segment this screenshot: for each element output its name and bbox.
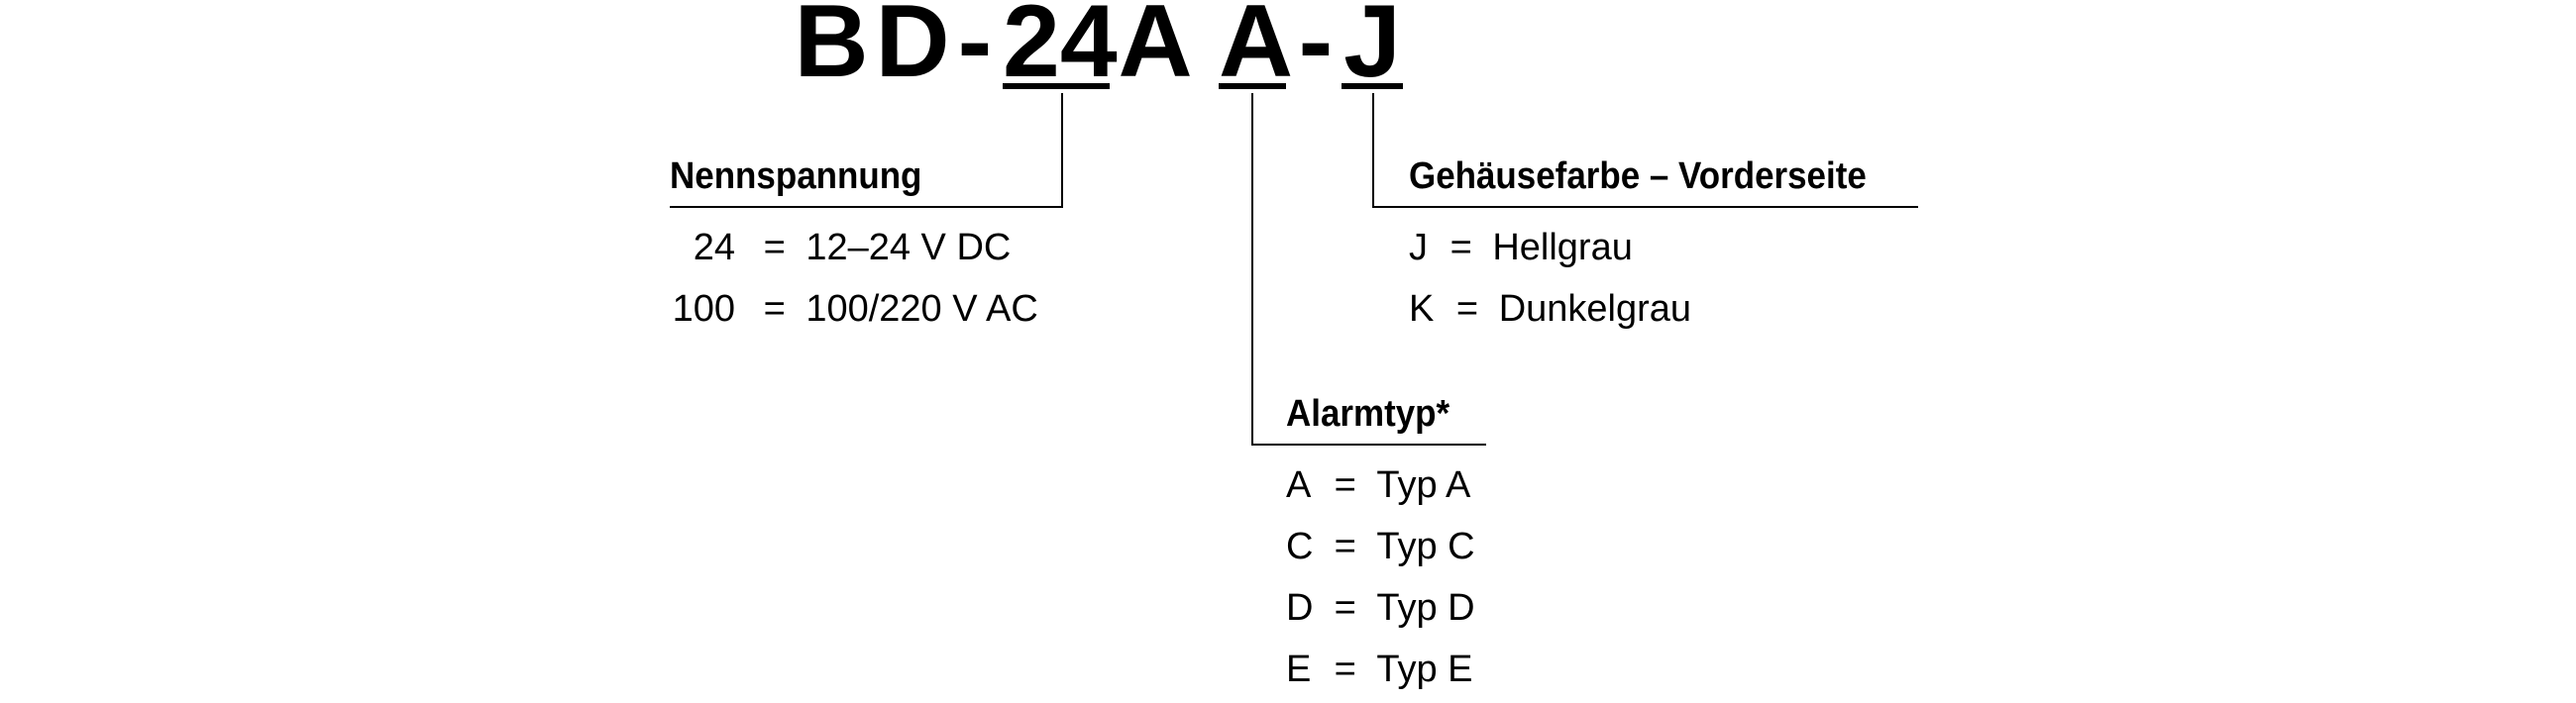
nennspannung-title: Nennspannung (670, 155, 922, 197)
option-equals: = (1334, 464, 1356, 506)
option-code: 24 (693, 227, 735, 268)
option-equals: = (1455, 288, 1479, 330)
alarmtyp-option-d: D = Typ D (1286, 586, 1475, 630)
model-code-segment-b: B (794, 0, 869, 99)
alarmtyp-option-e: E = Typ E (1286, 648, 1472, 691)
model-code-dash-2: - (1298, 0, 1334, 99)
option-equals: = (763, 227, 786, 268)
option-code: 100 (672, 288, 735, 330)
model-code-segment-alarm: A (1219, 0, 1293, 93)
option-equals: = (763, 288, 786, 330)
option-code: C (1286, 526, 1314, 567)
model-code-segment-a1: A (1118, 0, 1193, 99)
option-description: Typ A (1376, 464, 1471, 506)
gehaeusefarbe-title: Gehäusefarbe – Vorderseite (1409, 155, 1867, 197)
alarmtyp-title: Alarmtyp* (1286, 393, 1450, 435)
option-description: 12–24 V DC (805, 227, 1012, 268)
option-equals: = (1334, 587, 1356, 629)
option-equals: = (1334, 649, 1356, 690)
option-code: J (1409, 227, 1428, 268)
option-code: D (1286, 587, 1314, 629)
nennspannung-option-100: 100 = 100/220 V AC (670, 287, 1038, 331)
option-code: K (1409, 288, 1435, 330)
option-description: 100/220 V AC (805, 288, 1038, 330)
model-code-segment-d: D (875, 0, 950, 99)
option-description: Dunkelgrau (1498, 288, 1692, 330)
gehaeusefarbe-option-j: J = Hellgrau (1409, 226, 1633, 269)
option-equals: = (1449, 227, 1472, 268)
option-code: E (1286, 649, 1312, 690)
option-description: Typ E (1376, 649, 1473, 690)
model-code-segment-voltage: 24 (1003, 0, 1118, 93)
option-equals: = (1334, 526, 1356, 567)
option-description: Typ D (1376, 587, 1475, 629)
option-description: Typ C (1376, 526, 1475, 567)
alarmtyp-option-c: C = Typ C (1286, 525, 1475, 568)
option-code: A (1286, 464, 1312, 506)
option-description: Hellgrau (1492, 227, 1633, 268)
model-code-dash-1: - (957, 0, 993, 99)
gehaeusefarbe-option-k: K = Dunkelgrau (1409, 287, 1691, 331)
model-code-segment-color: J (1342, 0, 1403, 93)
alarmtyp-option-a: A = Typ A (1286, 463, 1470, 507)
nennspannung-option-24: 24 = 12–24 V DC (670, 226, 1012, 269)
